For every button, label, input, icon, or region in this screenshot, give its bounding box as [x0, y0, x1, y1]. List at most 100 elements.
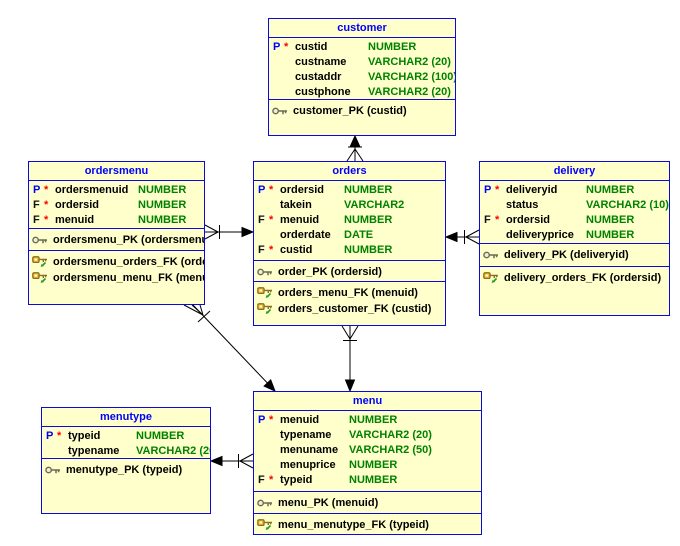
- relationship-ordersmenu-menu[interactable]: [183, 304, 276, 392]
- key-marker: F: [33, 199, 40, 211]
- foreign-key-row[interactable]: ordersmenu_menu_FK (menuid): [29, 270, 204, 286]
- key-marker: F: [258, 474, 265, 486]
- arrowhead: [263, 379, 276, 392]
- fk-key-icon: [257, 303, 273, 320]
- column-type: NUMBER: [138, 214, 187, 226]
- foreign-key-section: ordersmenu_orders_FK (ordersid)ordersmen…: [29, 250, 204, 305]
- column-type: NUMBER: [136, 430, 185, 442]
- column-type: NUMBER: [138, 199, 187, 211]
- entity-title: customer: [337, 22, 387, 34]
- column-row-status[interactable]: status VARCHAR2 (10): [480, 198, 669, 213]
- column-type: NUMBER: [586, 229, 635, 241]
- foreign-key-row[interactable]: menu_menutype_FK (typeid): [254, 517, 481, 533]
- arrowhead: [209, 455, 223, 467]
- column-type: VARCHAR2 (20): [349, 429, 432, 441]
- required-marker: *: [44, 184, 49, 196]
- primary-key-section: menutype_PK (typeid): [42, 458, 210, 514]
- foreign-key-row[interactable]: delivery_orders_FK (ordersid): [480, 270, 669, 286]
- column-type: NUMBER: [368, 41, 417, 53]
- primary-key-row[interactable]: delivery_PK (deliveryid): [480, 247, 669, 263]
- relationship-orders-customer[interactable]: [346, 134, 364, 162]
- primary-key-label: customer_PK (custid): [293, 105, 407, 117]
- column-type: VARCHAR2 (20): [136, 445, 210, 457]
- column-type: NUMBER: [138, 184, 187, 196]
- entity-title: orders: [332, 165, 367, 177]
- column-row-typename[interactable]: typename VARCHAR2 (20): [254, 428, 481, 443]
- column-row-custname[interactable]: custname VARCHAR2 (20): [269, 55, 455, 70]
- column-name: ordersmenuid: [55, 184, 129, 196]
- pk-key-icon: [483, 249, 499, 265]
- pk-key-icon: [257, 266, 273, 281]
- column-name: typename: [280, 429, 332, 441]
- column-type: VARCHAR2 (10): [586, 199, 669, 211]
- key-marker: P: [46, 430, 54, 442]
- foreign-key-section: menu_menutype_FK (typeid): [254, 513, 481, 535]
- column-name: menuid: [55, 214, 95, 226]
- column-name: status: [506, 199, 539, 211]
- primary-key-row[interactable]: ordersmenu_PK (ordersmenuid): [29, 232, 204, 248]
- primary-key-row[interactable]: menu_PK (menuid): [254, 495, 481, 511]
- column-name: menuname: [280, 444, 339, 456]
- primary-key-row[interactable]: customer_PK (custid): [269, 103, 455, 119]
- foreign-key-row[interactable]: orders_menu_FK (menuid): [254, 285, 445, 301]
- primary-key-row[interactable]: menutype_PK (typeid): [42, 462, 210, 478]
- column-name: custname: [295, 56, 347, 68]
- relationship-delivery-orders[interactable]: [444, 229, 480, 245]
- required-marker: *: [44, 199, 49, 211]
- relationship-orders-menu[interactable]: [341, 325, 359, 393]
- foreign-key-row[interactable]: ordersmenu_orders_FK (ordersid): [29, 254, 204, 270]
- required-marker: *: [495, 214, 500, 226]
- key-marker: P: [258, 184, 266, 196]
- column-type: NUMBER: [586, 184, 635, 196]
- primary-key-label: menu_PK (menuid): [278, 497, 379, 509]
- foreign-key-row[interactable]: orders_customer_FK (custid): [254, 301, 445, 317]
- key-marker: F: [258, 214, 265, 226]
- required-marker: *: [284, 41, 289, 53]
- foreign-key-label: orders_menu_FK (menuid): [278, 287, 418, 299]
- relationship-ordersmenu-orders[interactable]: [204, 224, 255, 240]
- pk-key-icon: [32, 234, 48, 250]
- relationship-menu-menutype[interactable]: [209, 453, 254, 469]
- column-name: typeid: [68, 430, 101, 442]
- column-name: ordersid: [55, 199, 100, 211]
- pk-key-icon: [45, 464, 61, 480]
- column-name: takein: [280, 199, 312, 211]
- primary-key-row[interactable]: order_PK (ordersid): [254, 264, 445, 280]
- column-row-ordersid[interactable]: F * ordersid NUMBER: [29, 198, 204, 213]
- key-marker: F: [258, 244, 265, 256]
- required-marker: *: [269, 244, 274, 256]
- entity-title: delivery: [553, 165, 596, 177]
- primary-key-section: customer_PK (custid): [269, 99, 455, 136]
- column-name: ordersid: [280, 184, 325, 196]
- column-type: VARCHAR2 (20): [368, 56, 451, 68]
